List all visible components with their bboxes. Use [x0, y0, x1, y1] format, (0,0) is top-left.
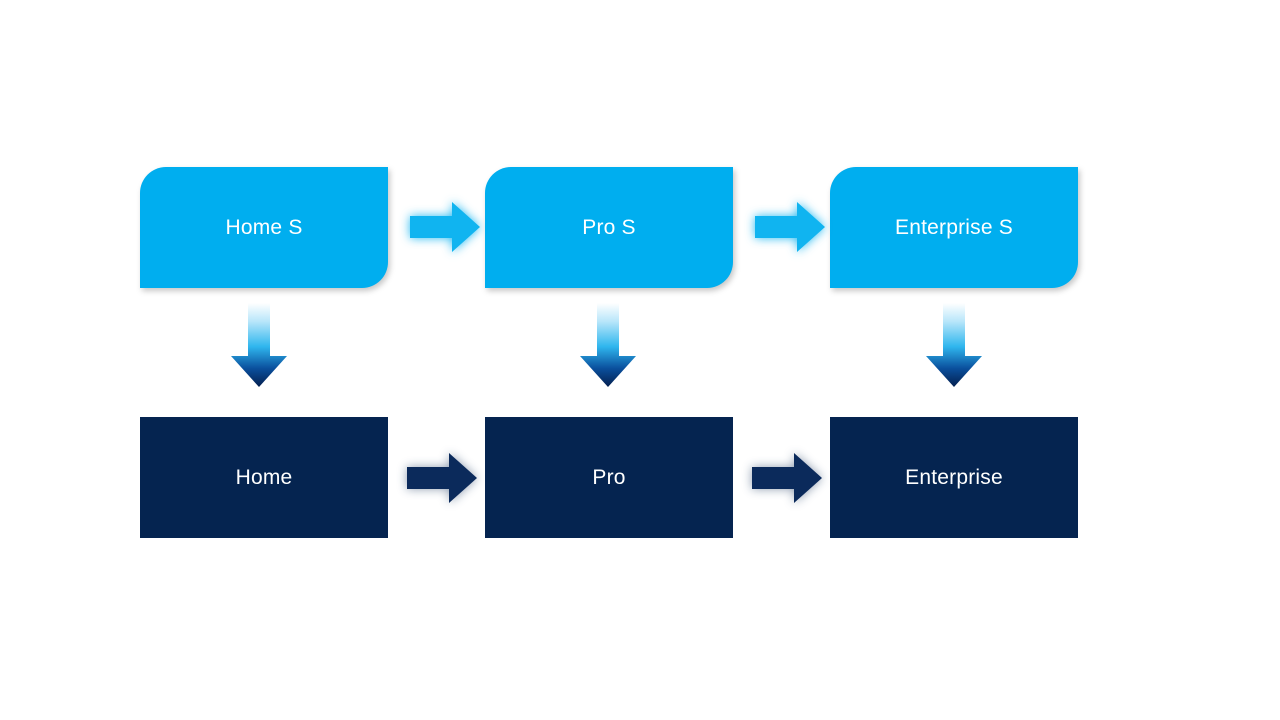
node-enterprise-s[interactable]: Enterprise S	[830, 167, 1078, 288]
node-label-home-s: Home S	[225, 216, 303, 239]
node-label-pro-s: Pro S	[582, 216, 636, 239]
arrow-pro-s-to-enterprise-s-icon	[751, 198, 829, 256]
arrow-home-s-to-home-icon	[228, 303, 290, 389]
arrow-home-s-to-pro-s-icon	[406, 198, 484, 256]
node-pro[interactable]: Pro	[485, 417, 733, 538]
node-enterprise[interactable]: Enterprise	[830, 417, 1078, 538]
arrow-pro-s-to-pro-icon	[577, 303, 639, 389]
arrow-pro-to-enterprise-icon	[748, 449, 826, 507]
node-label-enterprise: Enterprise	[905, 466, 1003, 489]
node-label-enterprise-s: Enterprise S	[895, 216, 1013, 239]
node-label-home: Home	[235, 466, 293, 489]
node-home-s[interactable]: Home S	[140, 167, 388, 288]
arrow-home-to-pro-icon	[403, 449, 481, 507]
node-label-pro: Pro	[592, 466, 626, 489]
node-pro-s[interactable]: Pro S	[485, 167, 733, 288]
node-home[interactable]: Home	[140, 417, 388, 538]
arrow-enterprise-s-to-enterprise-icon	[923, 303, 985, 389]
